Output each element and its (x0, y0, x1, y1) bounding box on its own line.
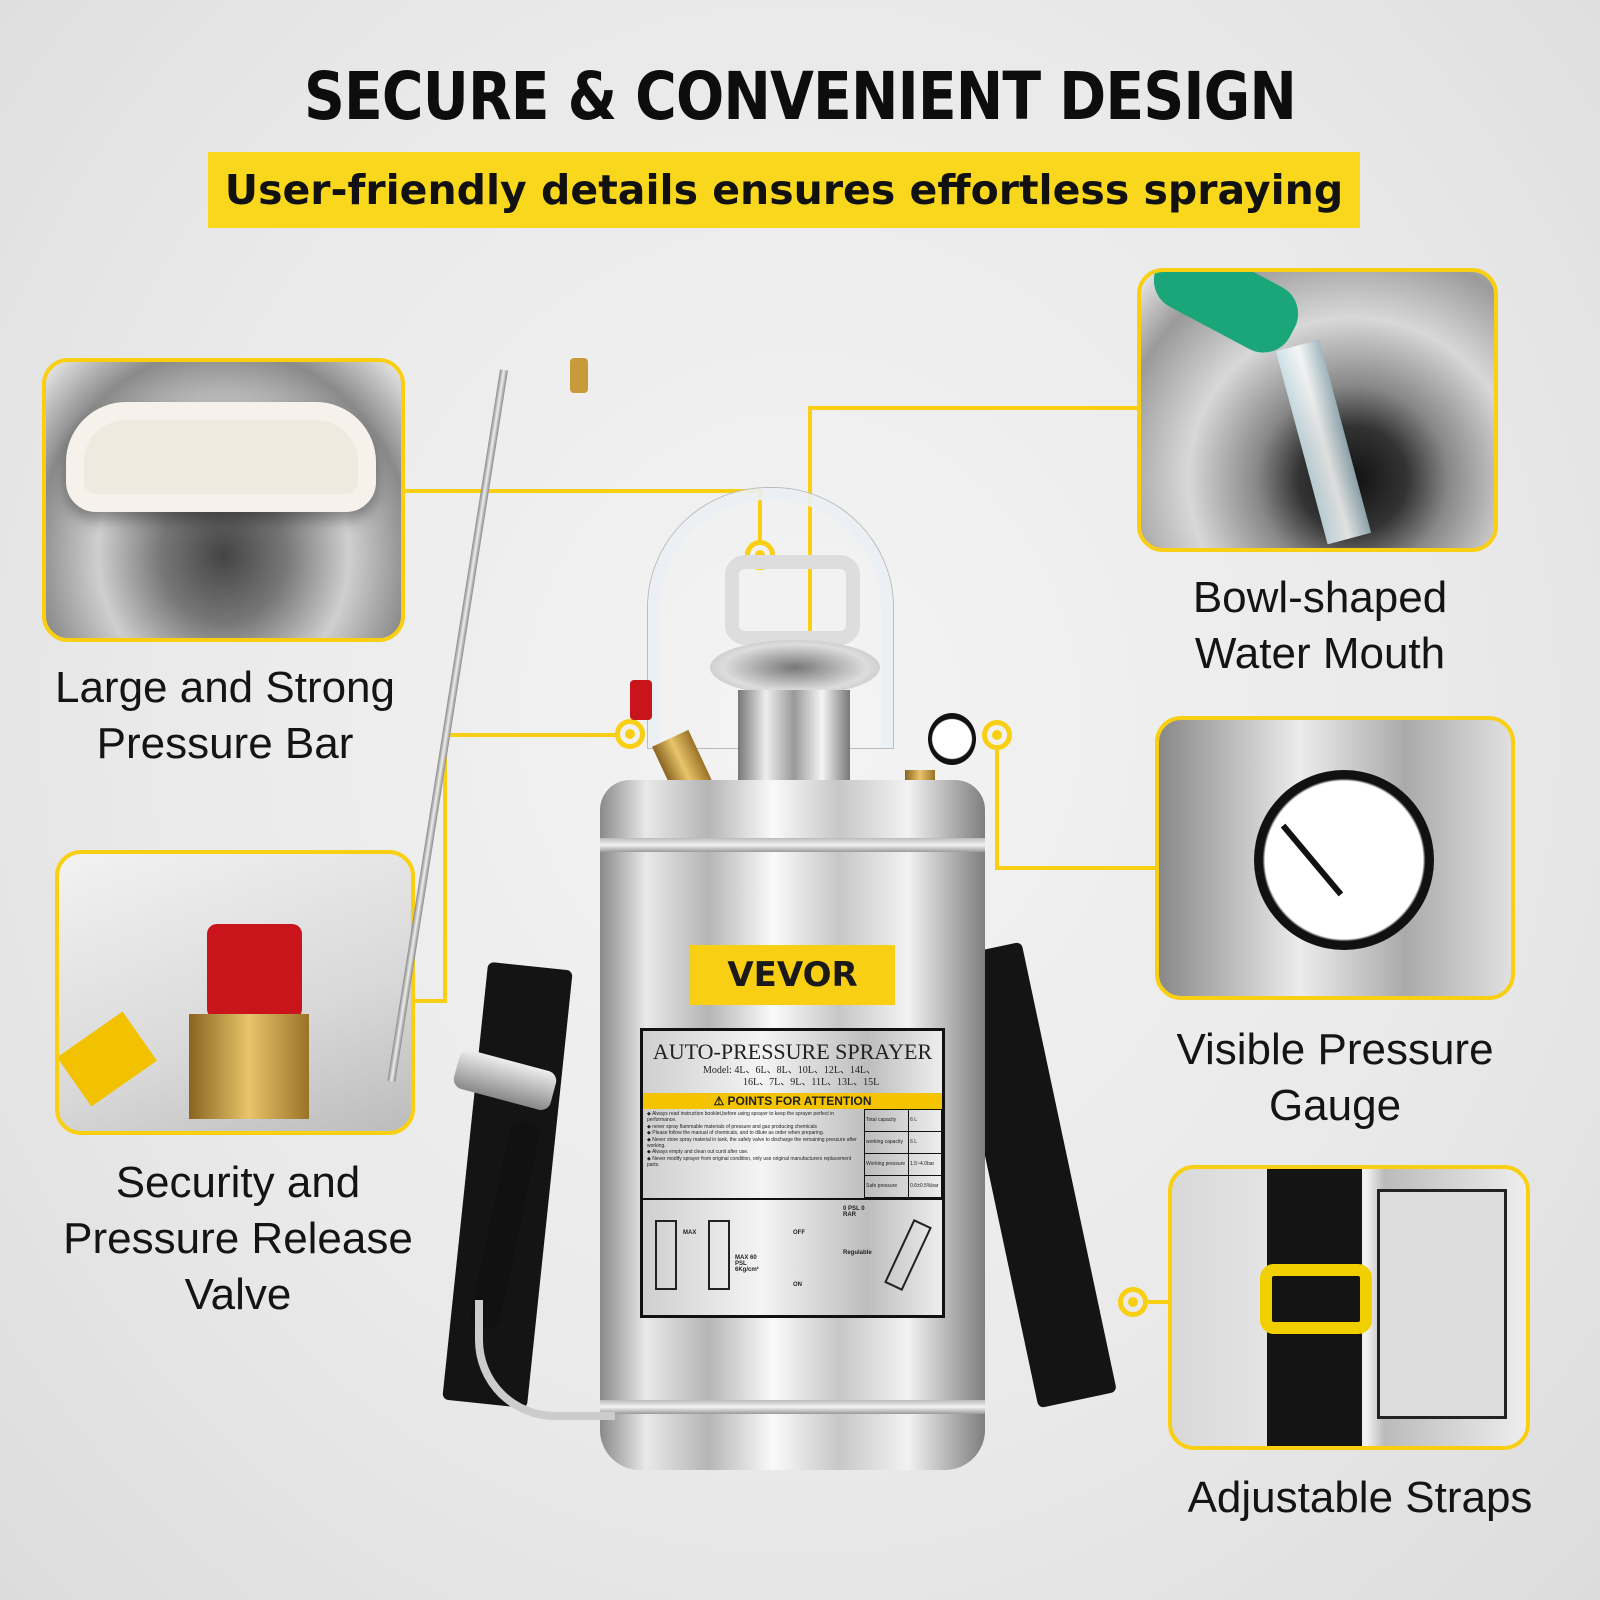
spec-value: 6 L (908, 1109, 942, 1132)
valve-cap (207, 924, 302, 1019)
spec-name: working capacity (863, 1131, 910, 1154)
bullet: ◆ Always read instruction booklet,before… (647, 1111, 834, 1124)
spray-hose (475, 1300, 615, 1420)
caption-line: Large and Strong (54, 663, 396, 712)
subtitle: User-friendly details ensures effortless… (224, 166, 1344, 214)
pressure-bar-photo (42, 358, 405, 642)
safety-valve-photo (55, 850, 415, 1135)
subtitle-banner: User-friendly details ensures effortless… (208, 152, 1360, 228)
diagram-text: OFF (793, 1230, 805, 1236)
bullet: ◆ Never modify sprayer from original con… (647, 1155, 852, 1169)
bullet: ◆ Please follow the manual of chemicals,… (647, 1130, 824, 1137)
brand-logo: VEVOR (690, 945, 895, 1005)
gauge-marker (982, 720, 1012, 750)
usage-diagram: MAX MAX 60 PSL 6Kg/cm² OFF ON 0 PSL 0 RA… (643, 1200, 942, 1300)
tank-neck (738, 690, 850, 790)
water-mouth-photo (1137, 268, 1498, 552)
tank-label-closeup (1377, 1189, 1507, 1419)
diagram-text: 0 PSL 0 RAR (843, 1206, 865, 1218)
connector-line (405, 489, 760, 493)
caption-line: Valve (184, 1270, 292, 1319)
wand-diagram-icon (884, 1219, 932, 1291)
diagram-text: MAX 60 PSL 6Kg/cm² (735, 1255, 759, 1273)
tank-diagram-icon (708, 1220, 730, 1290)
safety-valve (630, 680, 652, 720)
diagram-text: MAX (683, 1230, 697, 1236)
spec-name: Working pressure (863, 1153, 910, 1176)
pressure-bar-handle (66, 402, 376, 512)
caption-safety-valve: Security and Pressure Release Valve (0, 1155, 476, 1323)
strap-buckle (1260, 1264, 1372, 1334)
caption-line: Pressure Release (63, 1214, 413, 1263)
diagram-text: Regulable (843, 1250, 872, 1256)
connector-line (415, 999, 447, 1003)
tank-diagram-icon (655, 1220, 677, 1290)
caption-water-mouth: Bowl-shaped Water Mouth (1120, 570, 1520, 682)
water-mouth-funnel (710, 640, 880, 695)
model-line: 16L、7L、9L、11L、13L、15L (743, 1077, 880, 1088)
bullet-list: ◆ Always read instruction booklet,before… (643, 1109, 864, 1198)
pump-handle (725, 555, 860, 645)
warning-sticker (59, 1011, 157, 1107)
caption-pressure-gauge: Visible Pressure Gauge (1135, 1022, 1535, 1134)
label-title: AUTO-PRESSURE SPRAYER (652, 1039, 933, 1064)
caption-pressure-bar: Large and Strong Pressure Bar (0, 660, 450, 772)
connector-line (995, 866, 1155, 870)
attention-heading: ⚠ POINTS FOR ATTENTION (643, 1093, 942, 1109)
spec-value: 0.6±0.5%bar (908, 1175, 942, 1198)
model-list: Model: 4L、6L、8L、10L、12L、14L、16L、7L、9L、11… (643, 1065, 942, 1089)
bullet: ◆ never spray flammable materials of pre… (647, 1123, 818, 1130)
strap-marker (1118, 1287, 1148, 1317)
product-label: AUTO-PRESSURE SPRAYER Model: 4L、6L、8L、10… (640, 1028, 945, 1318)
instructions: ◆ Always read instruction booklet,before… (643, 1109, 942, 1200)
water-stream (1275, 339, 1372, 545)
bullet: ◆ Never store spray material in tank, th… (647, 1136, 857, 1150)
model-line: 4L、6L、8L、10L、12L、14L、 (734, 1065, 877, 1076)
spec-name: Total capacity (863, 1109, 910, 1132)
straps-photo (1168, 1165, 1530, 1450)
strap (1267, 1169, 1362, 1446)
caption-line: Gauge (1268, 1081, 1402, 1130)
bullet: ◆ Always empty and clean out cunit after… (647, 1149, 749, 1156)
connector-line (443, 733, 447, 1003)
gauge-dial (1254, 770, 1434, 950)
model-label: Model: (703, 1065, 732, 1076)
caption-line: Security and (115, 1158, 361, 1207)
tank-rim-bottom (600, 1400, 985, 1414)
caption-line: Bowl-shaped (1192, 573, 1448, 622)
valve-brass (189, 1014, 309, 1119)
connector-line (1148, 1300, 1170, 1304)
spec-value: 6 L (908, 1131, 942, 1154)
connector-line (808, 406, 1138, 410)
spec-name: Safe pressure (863, 1175, 910, 1198)
diagram-text: ON (793, 1282, 802, 1288)
valve-marker (615, 719, 645, 749)
caption-line: Water Mouth (1194, 629, 1446, 678)
caption-line: Visible Pressure (1176, 1025, 1494, 1074)
pressure-gauge-photo (1155, 716, 1515, 1000)
page-title: SECURE & CONVENIENT DESIGN (303, 58, 1297, 135)
caption-line: Pressure Bar (96, 719, 354, 768)
caption-line: Adjustable Straps (1187, 1473, 1533, 1522)
nozzle (570, 358, 588, 393)
tank-rim-top (600, 838, 985, 852)
spec-value: 1.5~4.0bar (908, 1153, 942, 1176)
connector-line (443, 733, 618, 737)
caption-straps: Adjustable Straps (1150, 1470, 1570, 1526)
pressure-gauge (928, 713, 976, 765)
connector-line (995, 750, 999, 868)
